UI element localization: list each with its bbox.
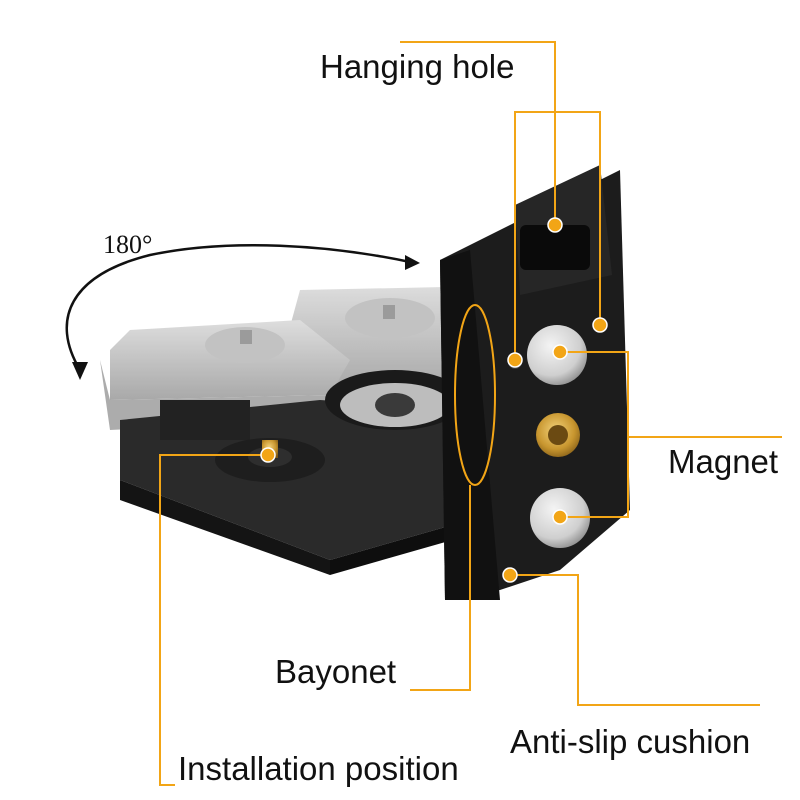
anti-slip-cushion-label: Anti-slip cushion: [510, 723, 751, 760]
rotation-label: 180°: [103, 230, 153, 259]
callout-bayonet-line: [410, 485, 471, 691]
dot-magnet-top: [552, 344, 568, 360]
base-plate: [120, 370, 470, 575]
callout-installation-line: [159, 454, 268, 786]
dot-hanging-hole-left: [507, 352, 523, 368]
dot-hanging-hole-right: [592, 317, 608, 333]
callout-hanging-hole-sides: [514, 111, 601, 360]
bayonet-label: Bayonet: [275, 653, 397, 690]
callout-hanging-hole-line: [400, 41, 556, 225]
callout-magnet-bracket: [560, 351, 629, 518]
callout-anti-slip-line: [510, 574, 760, 706]
callout-lines: [159, 41, 782, 786]
installation-position-label: Installation position: [178, 750, 459, 787]
magnet-label: Magnet: [668, 443, 779, 480]
vertical-bracket: [440, 165, 630, 600]
dot-anti-slip: [502, 567, 518, 583]
dot-installation: [260, 447, 276, 463]
callout-bayonet-ellipse: [454, 304, 496, 486]
dot-hanging-hole: [547, 217, 563, 233]
dot-magnet-bottom: [552, 509, 568, 525]
callout-dots: [260, 217, 608, 583]
rotation-arrow: [65, 243, 420, 380]
hanging-hole-label: Hanging hole: [320, 48, 515, 85]
